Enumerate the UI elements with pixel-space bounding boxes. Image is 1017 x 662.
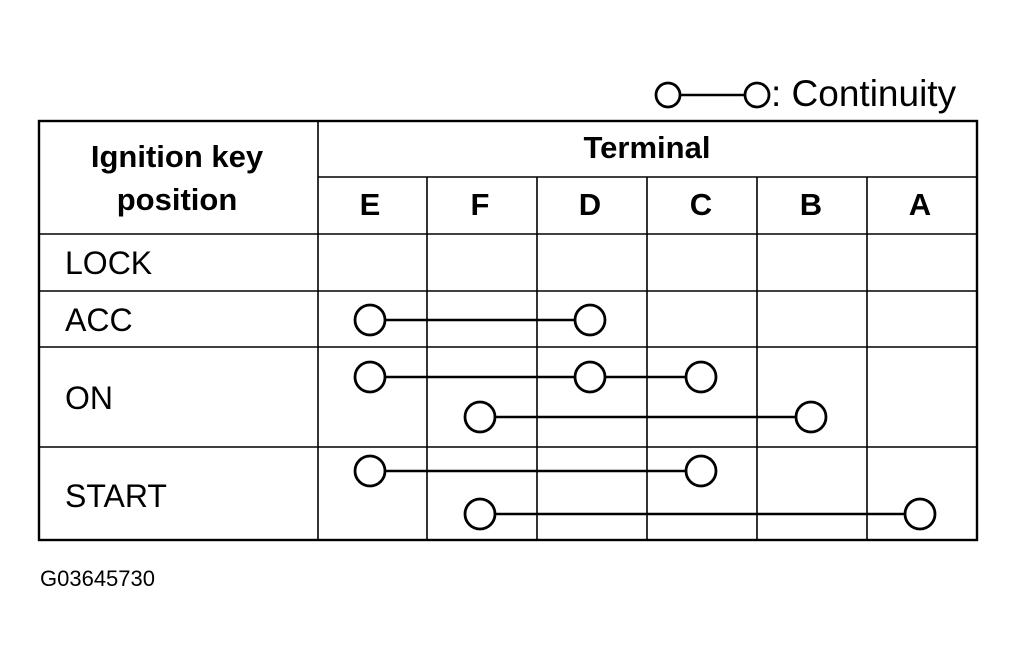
terminal-node-start-ec-e xyxy=(353,454,387,488)
terminal-header-b: B xyxy=(800,187,822,222)
terminal-header-c: C xyxy=(690,187,712,222)
terminal-header-a: A xyxy=(909,187,931,222)
position-label-start: START xyxy=(65,478,167,514)
table-border xyxy=(37,119,979,542)
position-label-on: ON xyxy=(65,380,113,416)
legend-node-left xyxy=(654,81,682,109)
terminal-header-e: E xyxy=(360,187,381,222)
position-label-lock: LOCK xyxy=(65,245,152,281)
row-header-line-2: position xyxy=(117,182,238,217)
legend-label: : Continuity xyxy=(771,73,957,114)
legend-node-right xyxy=(743,81,771,109)
terminal-group-header: Terminal xyxy=(584,130,711,165)
figure-id: G03645730 xyxy=(40,566,155,591)
position-label-acc: ACC xyxy=(65,302,133,338)
terminal-header-d: D xyxy=(579,187,601,222)
terminal-node-on-edc-c xyxy=(684,360,718,394)
terminal-node-start-ec-c xyxy=(684,454,718,488)
terminal-node-on-fb-f xyxy=(463,400,497,434)
row-header-line-1: Ignition key xyxy=(91,139,264,174)
terminal-node-on-fb-b xyxy=(794,400,828,434)
continuity-connections xyxy=(353,303,937,531)
terminal-node-acc-ed-d xyxy=(573,303,607,337)
terminal-node-acc-ed-e xyxy=(353,303,387,337)
terminal-node-start-fa-a xyxy=(903,497,937,531)
table-grid xyxy=(37,119,979,542)
terminal-node-on-edc-d xyxy=(573,360,607,394)
terminal-node-on-edc-e xyxy=(353,360,387,394)
legend: : Continuity xyxy=(654,73,957,114)
terminal-header-f: F xyxy=(471,187,490,222)
terminal-node-start-fa-f xyxy=(463,497,497,531)
